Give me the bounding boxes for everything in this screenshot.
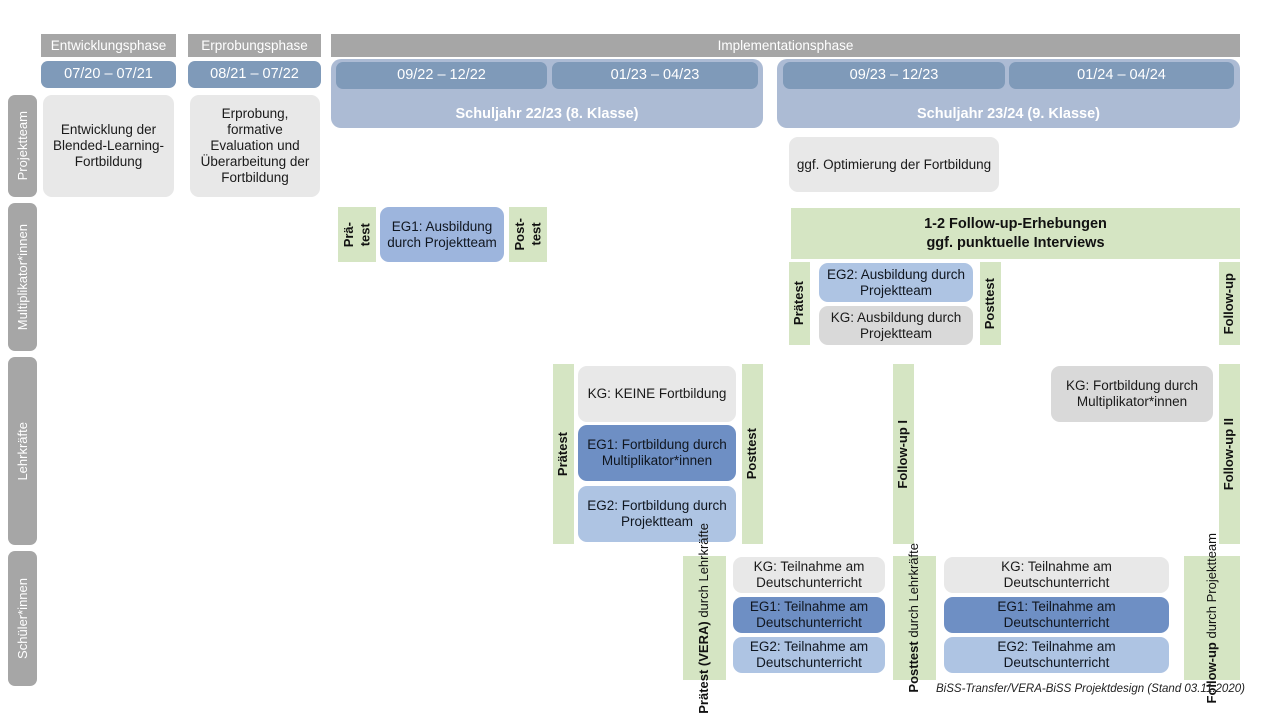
green-praetest-multiplikatoren-1-text: Prä- test [340, 221, 372, 248]
row-label-multiplikatorinnen: Multiplikator*innen [8, 203, 37, 351]
card-kg-teilnahme-deutschunterricht-2: KG: Teilnahme am Deutschunterricht [944, 557, 1169, 593]
card-erprobung-evaluation: Erprobung, formative Evaluation und Über… [190, 95, 320, 197]
card-eg1-teilnahme-deutschunterricht-1: EG1: Teilnahme am Deutschunterricht [733, 597, 885, 633]
card-entwicklung-fortbildung: Entwicklung der Blended-Learning-Fortbil… [43, 95, 174, 197]
card-eg2-teilnahme-deutschunterricht-2: EG2: Teilnahme am Deutschunterricht [944, 637, 1169, 673]
card-eg2-ausbildung-projektteam: EG2: Ausbildung durch Projektteam [819, 263, 973, 302]
row-label-lehrkraefte-text: Lehrkräfte [15, 421, 30, 481]
phase-header-erprobungsphase: Erprobungsphase [188, 34, 321, 57]
green-posttest-multiplikatoren-1: Post- test [509, 207, 547, 262]
card-kg-teilnahme-deutschunterricht-1: KG: Teilnahme am Deutschunterricht [733, 557, 885, 593]
green-praetest-multiplikatoren-1: Prä- test [338, 207, 376, 262]
green-praetest-multiplikatoren-2: Prätest [789, 262, 810, 345]
green-praetest-multiplikatoren-2-text: Prätest [791, 281, 807, 326]
date-pill-0720-0721: 07/20 – 07/21 [41, 61, 176, 88]
green-praetest-vera-regular: durch Lehrkräfte [696, 522, 712, 618]
date-pill-0922-1222: 09/22 – 12/22 [336, 62, 547, 89]
green-posttest-schueler-text: Posttest durch Lehrkräfte [906, 543, 922, 693]
green-followup-2-lehrkraefte-text: Follow-up II [1221, 417, 1237, 491]
green-praetest-vera-schueler-text: Prätest (VERA) durch Lehrkräfte [696, 523, 712, 714]
schoolyear-container-2223: 09/22 – 12/22 01/23 – 04/23 Schuljahr 22… [331, 59, 763, 128]
green-followup-schueler-regular: durch Projektteam [1203, 532, 1219, 639]
green-praetest-lehrkraefte-text: Prätest [555, 431, 571, 477]
card-optimierung-fortbildung: ggf. Optimierung der Fortbildung [789, 137, 999, 192]
row-label-schuelerinnen-text: Schüler*innen [15, 578, 30, 659]
green-followup-multiplikatoren: Follow-up [1219, 262, 1240, 345]
green-posttest-schueler: Posttest durch Lehrkräfte [893, 543, 936, 693]
card-eg1-fortbildung-multiplikatoren: EG1: Fortbildung durch Multiplikator*inn… [578, 425, 736, 481]
green-posttest-multiplikatoren-2-text: Posttest [982, 277, 998, 330]
card-eg1-ausbildung-projektteam: EG1: Ausbildung durch Projektteam [380, 207, 504, 262]
green-posttest-lehrkraefte: Posttest [742, 364, 763, 544]
green-posttest-schueler-regular: durch Lehrkräfte [906, 543, 922, 638]
card-eg2-fortbildung-projektteam: EG2: Fortbildung durch Projektteam [578, 486, 736, 542]
green-followup-2-lehrkraefte: Follow-up II [1219, 364, 1240, 544]
date-pill-0821-0722: 08/21 – 07/22 [188, 61, 321, 88]
card-eg1-teilnahme-deutschunterricht-2: EG1: Teilnahme am Deutschunterricht [944, 597, 1169, 633]
green-followup-multiplikatoren-text: Follow-up [1221, 272, 1237, 335]
green-praetest-vera-schueler: Prätest (VERA) durch Lehrkräfte [683, 523, 726, 713]
row-label-schuelerinnen: Schüler*innen [8, 551, 37, 686]
row-label-projektteam-text: Projektteam [15, 111, 30, 181]
schoolyear-label-2223: Schuljahr 22/23 (8. Klasse) [455, 106, 639, 122]
footer-credit: BiSS-Transfer/VERA-BiSS Projektdesign (S… [936, 683, 1245, 695]
date-pill-0123-0423: 01/23 – 04/23 [552, 62, 758, 89]
row-label-projektteam: Projektteam [8, 95, 37, 197]
green-praetest-lehrkraefte: Prätest [553, 364, 574, 544]
date-pill-0124-0424: 01/24 – 04/24 [1009, 62, 1234, 89]
card-eg2-teilnahme-deutschunterricht-1: EG2: Teilnahme am Deutschunterricht [733, 637, 885, 673]
card-kg-fortbildung-multiplikatoren: KG: Fortbildung durch Multiplikator*inne… [1051, 366, 1213, 422]
green-banner-followup-erhebungen: 1-2 Follow-up-Erhebungen ggf. punktuelle… [791, 208, 1240, 259]
green-followup-schueler: Follow-up durch Projektteam [1184, 533, 1240, 703]
green-followup-1-lehrkraefte-text: Follow-up I [895, 419, 911, 489]
green-posttest-lehrkraefte-text: Posttest [744, 428, 760, 480]
date-pill-0923-1223: 09/23 – 12/23 [783, 62, 1005, 89]
row-label-multiplikatorinnen-text: Multiplikator*innen [15, 223, 30, 331]
phase-header-entwicklungsphase: Entwicklungsphase [41, 34, 176, 57]
phase-header-implementationsphase: Implementationsphase [331, 34, 1240, 57]
card-kg-keine-fortbildung: KG: KEINE Fortbildung [578, 366, 736, 422]
green-praetest-vera-bold: Prätest (VERA) [696, 620, 712, 714]
green-posttest-multiplikatoren-2: Posttest [980, 262, 1001, 345]
green-posttest-schueler-bold: Posttest [906, 641, 922, 693]
schoolyear-label-2324: Schuljahr 23/24 (9. Klasse) [917, 106, 1100, 122]
schoolyear-container-2324: 09/23 – 12/23 01/24 – 04/24 Schuljahr 23… [777, 59, 1240, 128]
green-posttest-multiplikatoren-1-text: Post- test [511, 218, 543, 251]
card-kg-ausbildung-projektteam: KG: Ausbildung durch Projektteam [819, 306, 973, 345]
green-followup-1-lehrkraefte: Follow-up I [893, 364, 914, 544]
row-label-lehrkraefte: Lehrkräfte [8, 357, 37, 545]
green-followup-schueler-text: Follow-up durch Projektteam [1204, 533, 1220, 704]
